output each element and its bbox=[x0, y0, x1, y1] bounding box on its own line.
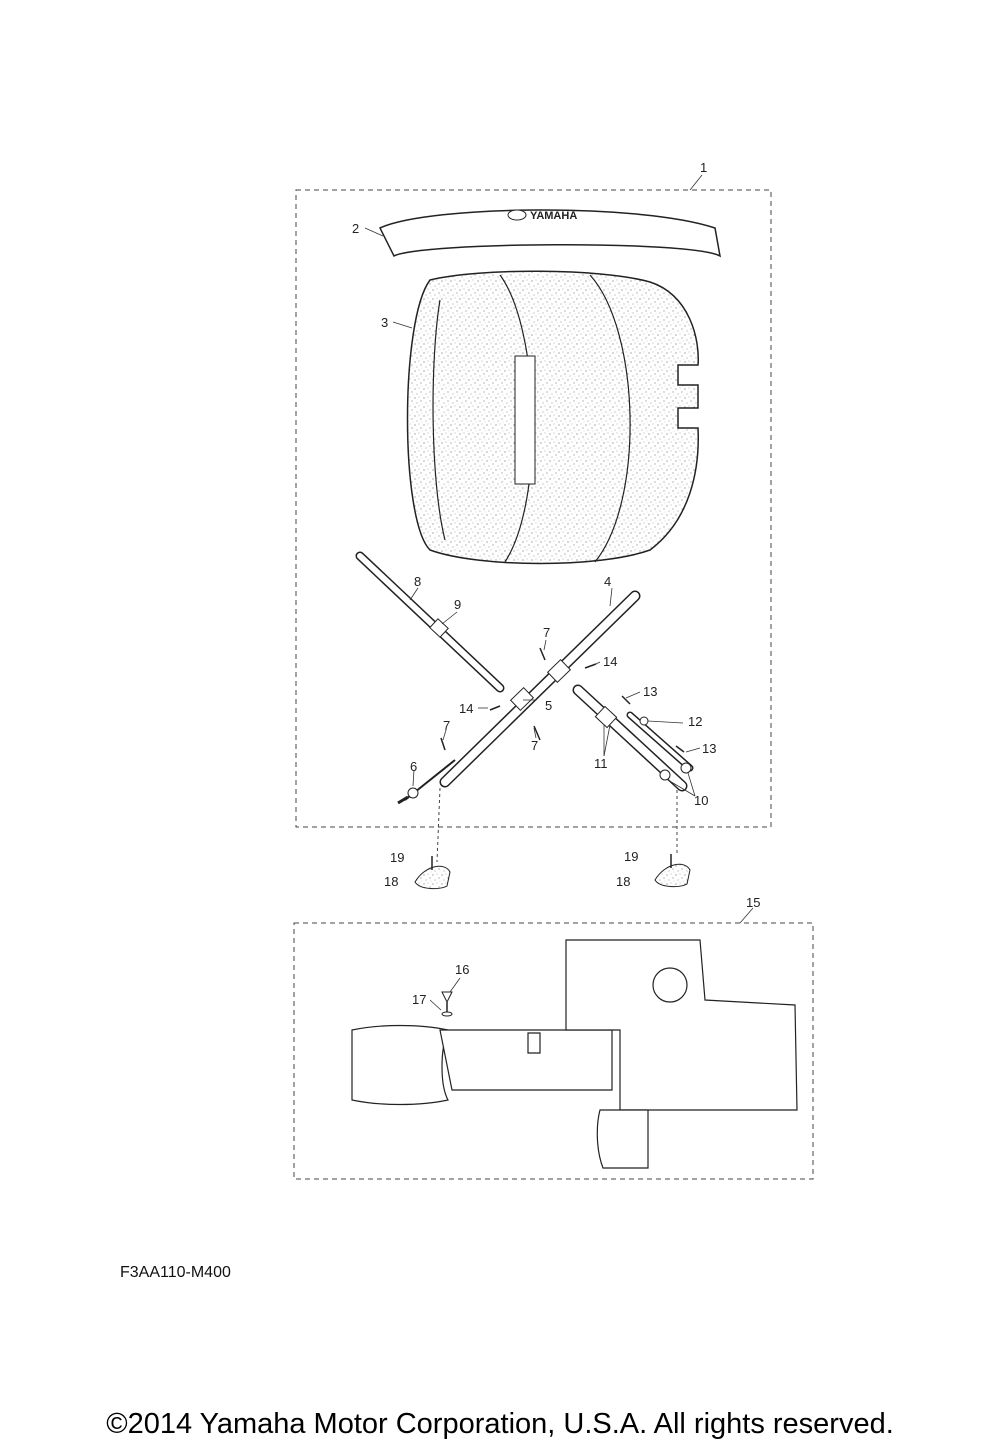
drawing-code: F3AA110-M400 bbox=[120, 1264, 231, 1281]
callout-5: 5 bbox=[545, 698, 552, 713]
callout-leaders bbox=[364, 174, 754, 1011]
callout-7-left: 7 bbox=[443, 718, 450, 733]
part-18-mount-left bbox=[414, 856, 451, 890]
part-6-cable bbox=[397, 759, 456, 805]
leader-mount-left bbox=[436, 787, 441, 863]
callout-14-left: 14 bbox=[459, 701, 473, 716]
part-12-knob bbox=[639, 716, 649, 726]
part-17-washer bbox=[441, 1011, 453, 1017]
callout-13-top: 13 bbox=[643, 684, 657, 699]
callout-18-right: 18 bbox=[616, 874, 630, 889]
part-5-coupler bbox=[509, 687, 535, 711]
callout-7-bottom: 7 bbox=[531, 738, 538, 753]
part-10-end-cap bbox=[659, 769, 671, 781]
part-4-pole bbox=[439, 590, 641, 788]
callout-16: 16 bbox=[455, 962, 469, 977]
callout-11: 11 bbox=[594, 756, 608, 771]
callout-10: 10 bbox=[694, 793, 708, 808]
copyright-notice: ©2014 Yamaha Motor Corporation, U.S.A. A… bbox=[106, 1408, 894, 1440]
part-8-pole bbox=[355, 551, 505, 693]
callout-17: 17 bbox=[412, 992, 426, 1007]
callout-9: 9 bbox=[454, 597, 461, 612]
callout-14-right: 14 bbox=[603, 654, 617, 669]
callout-3: 3 bbox=[381, 315, 388, 330]
kit-1-boundary bbox=[295, 189, 772, 828]
callout-6: 6 bbox=[410, 759, 417, 774]
part-3-seat-cushion bbox=[406, 270, 699, 565]
kit-15-boundary bbox=[293, 922, 814, 1180]
part-18-mount-right bbox=[654, 854, 691, 888]
callout-15: 15 bbox=[746, 895, 760, 910]
callout-18-left: 18 bbox=[384, 874, 398, 889]
callout-4: 4 bbox=[604, 574, 611, 589]
part-11-assembly bbox=[572, 684, 694, 792]
callout-12: 12 bbox=[688, 714, 702, 729]
callout-13-bottom: 13 bbox=[702, 741, 716, 756]
part-15-mat-set bbox=[351, 939, 798, 1169]
fuel-cap-cutout bbox=[652, 967, 688, 1003]
callout-7-top: 7 bbox=[543, 625, 550, 640]
callout-8: 8 bbox=[414, 574, 421, 589]
callout-19-left: 19 bbox=[390, 850, 404, 865]
callout-2: 2 bbox=[352, 221, 359, 236]
callout-19-right: 19 bbox=[624, 849, 638, 864]
brand-logo-text: YAMAHA bbox=[530, 210, 577, 222]
callout-1: 1 bbox=[700, 160, 707, 175]
part-16-fastener bbox=[441, 991, 453, 1017]
part-2-grab-handle: YAMAHA bbox=[378, 209, 722, 258]
